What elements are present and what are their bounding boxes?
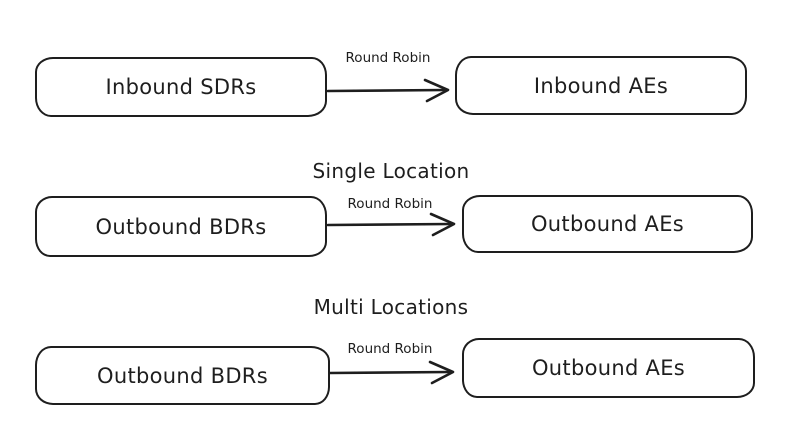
node-outbound-bdrs-multi: Outbound BDRs [35, 346, 330, 405]
arrow-right-icon-single [326, 212, 456, 237]
arrow-label-round-robin-multi: Round Robin [347, 341, 433, 357]
node-outbound-bdrs-single: Outbound BDRs [35, 196, 327, 257]
arrow-label-round-robin-single: Round Robin [347, 196, 433, 212]
node-outbound-bdrs-multi-label: Outbound BDRs [97, 363, 268, 388]
node-inbound-sdrs: Inbound SDRs [35, 57, 327, 117]
node-outbound-aes-multi: Outbound AEs [462, 338, 755, 398]
arrow-right-icon-inbound [326, 78, 450, 103]
node-outbound-aes-multi-label: Outbound AEs [531, 356, 686, 380]
node-inbound-aes: Inbound AEs [455, 56, 747, 115]
node-outbound-bdrs-single-label: Outbound BDRs [95, 214, 267, 239]
arrow-right-icon-multi [328, 360, 455, 385]
heading-multi-locations: Multi Locations [313, 295, 469, 319]
node-inbound-sdrs-label: Inbound SDRs [105, 75, 257, 99]
heading-single-location: Single Location [312, 159, 470, 183]
node-outbound-aes-single: Outbound AEs [462, 195, 753, 253]
node-inbound-aes-label: Inbound AEs [533, 73, 669, 98]
arrow-label-round-robin-inbound: Round Robin [345, 50, 431, 66]
node-outbound-aes-single-label: Outbound AEs [530, 212, 685, 236]
